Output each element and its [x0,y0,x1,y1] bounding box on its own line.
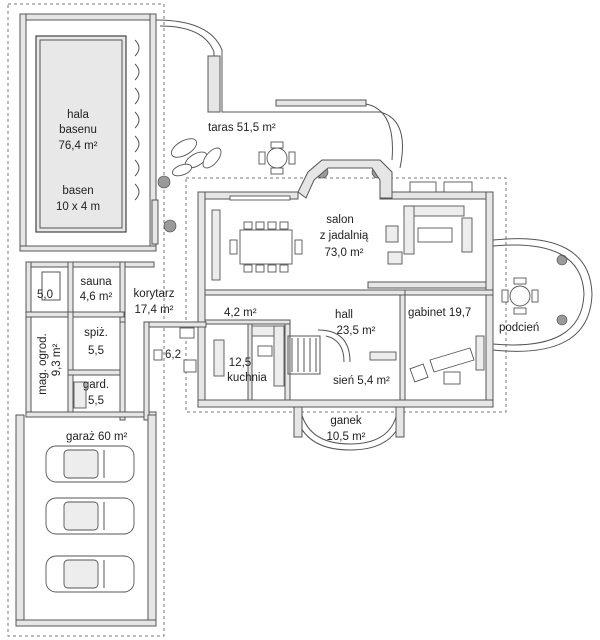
label-vestibule: sień 5,4 m² [333,375,390,387]
porch-table [501,277,539,315]
label-corridor: korytarz 17,4 m² [134,288,175,316]
label-porch: podcień [499,322,539,334]
svg-text:hall: hall [335,309,353,321]
svg-text:salon: salon [326,214,354,226]
dining-table [229,221,303,273]
svg-text:korytarz: korytarz [134,288,175,300]
label-room-6-2: 6,2 [165,349,181,361]
svg-text:basenu: basenu [59,124,97,136]
study-furniture [409,335,485,385]
pool-hall-walls [19,13,157,252]
svg-text:spiż.: spiż. [84,327,108,339]
salon-windows [229,181,473,201]
svg-text:76,4 m²: 76,4 m² [59,140,98,152]
label-living-room: salon z jadalnią 73,0 m² [320,214,369,259]
garage-car [45,555,135,593]
bathroom-fixtures [153,327,197,373]
svg-text:5,5: 5,5 [88,345,104,357]
label-wardrobe: gard. 5,5 [83,379,109,407]
garage-walls [15,414,157,627]
label-garage: garaż 60 m² [66,431,128,443]
label-garden-storage: mag. ogrod. 9,3 m² [37,333,63,394]
svg-text:hala: hala [67,109,89,121]
label-entrance-porch: ganek 10,5 m² [327,415,366,443]
svg-text:4,6 m²: 4,6 m² [80,291,113,303]
svg-text:ganek: ganek [330,415,362,427]
label-hall: hall 23,5 m² [335,309,376,337]
svg-text:kuchnia: kuchnia [227,372,267,384]
kitchen-units [213,325,285,387]
label-terrace: taras 51,5 m² [208,122,276,134]
label-study: gabinet 19,7 [408,307,471,319]
terrace-table [258,141,296,175]
svg-text:sauna: sauna [80,276,112,288]
label-kitchen: 12,5 kuchnia [227,357,267,384]
house-boundary [185,177,507,413]
svg-text:9,3 m²: 9,3 m² [51,344,63,377]
label-room-4-2: 4,2 m² [224,307,257,319]
porch-bay [492,238,593,352]
terrace-loungers [170,138,222,177]
house-walls [197,159,494,408]
label-sauna: sauna 4,6 m² [80,276,113,303]
service-walls [25,261,207,421]
svg-text:17,4 m²: 17,4 m² [135,304,174,316]
terrace-curve [155,19,403,169]
label-pool-hall: hala basenu 76,4 m² [59,109,98,152]
label-room-5-0: 5,0 [37,289,53,301]
svg-text:gard.: gard. [83,379,109,391]
pool [35,35,127,233]
svg-text:12,5: 12,5 [229,357,251,369]
garage-car [45,445,135,483]
svg-text:5,5: 5,5 [88,395,104,407]
label-pool: basen 10 x 4 m [56,185,100,213]
hall-stairs [287,329,351,375]
svg-text:mag. ogrod.: mag. ogrod. [37,333,49,394]
svg-text:10 x 4 m: 10 x 4 m [56,201,100,213]
svg-text:23,5 m²: 23,5 m² [337,325,376,337]
svg-text:10,5 m²: 10,5 m² [327,431,366,443]
label-pantry: spiż. 5,5 [84,327,108,357]
plants [157,165,568,326]
svg-text:basen: basen [62,185,93,197]
pool-hall-windows [134,39,140,201]
garage-car [45,497,135,535]
pool-hall-boundary [7,3,165,637]
salon-lounge [385,205,473,265]
svg-text:z jadalnią: z jadalnią [320,230,369,242]
svg-text:73,0 m²: 73,0 m² [325,247,364,259]
